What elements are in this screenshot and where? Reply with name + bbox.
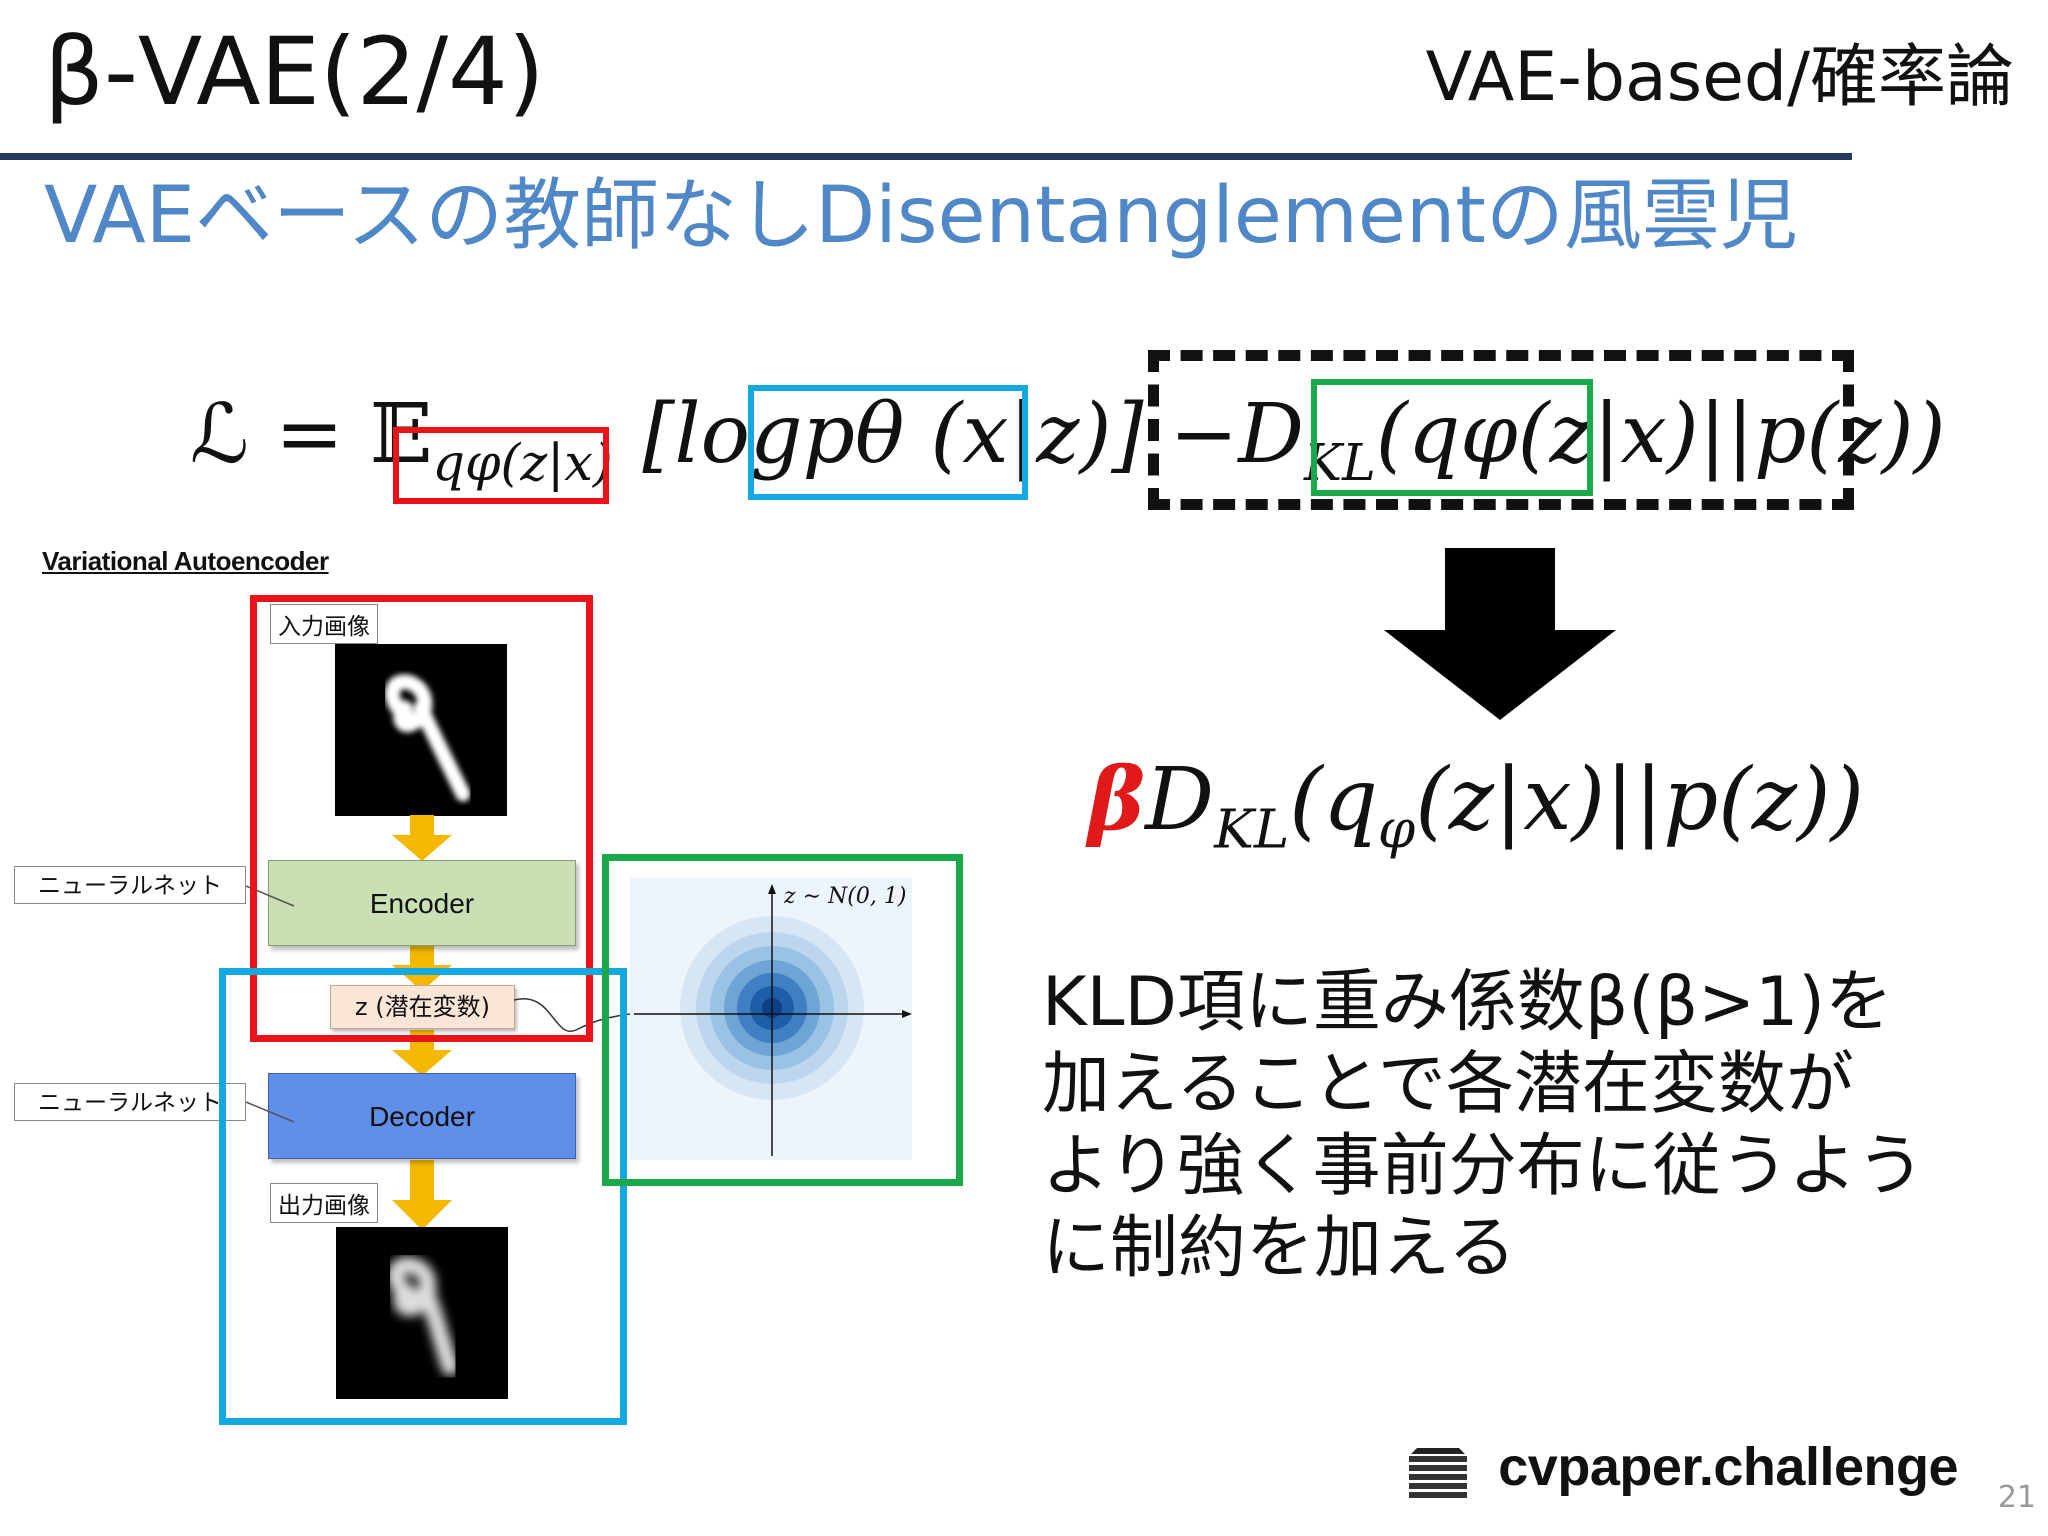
arrow-down-icon (1384, 548, 1616, 720)
slide-subtitle: VAEベースの教師なしDisentanglementの風雲児 (44, 171, 1798, 261)
formula-recon-close: ] − (1111, 387, 1239, 482)
formula-kl-d: D (1238, 387, 1304, 482)
gaussian-contour-icon (634, 884, 912, 1156)
neural-net-label-decoder: ニューラルネット (14, 1083, 246, 1121)
beta-formula-d: D (1145, 750, 1215, 850)
output-digit-image (336, 1227, 508, 1399)
formula-recon-open: [log (642, 387, 803, 482)
slide-title: β-VAE(2/4) (44, 18, 545, 127)
beta-kl-formula: βDKL(qφ(z|x)||p(z)) (1088, 745, 1864, 885)
formula-lhs: ℒ = 𝔼 (190, 387, 433, 482)
formula-recon-term: pθ (x|z) (802, 387, 1112, 482)
input-digit-image (335, 644, 507, 816)
digit-nine-reconstructed-icon (387, 1256, 459, 1376)
header-divider (0, 153, 1852, 160)
decoder-block: Decoder (268, 1073, 576, 1159)
prior-distribution-plot (630, 878, 912, 1160)
digit-nine-icon (384, 674, 471, 802)
page-number: 21 (1997, 1480, 2036, 1515)
beta-symbol: β (1088, 749, 1146, 850)
cvpaper-logo-icon (1405, 1446, 1471, 1508)
output-image-label: 出力画像 (270, 1183, 378, 1223)
input-image-label: 入力画像 (270, 604, 378, 644)
beta-formula-q: (q (1289, 750, 1378, 850)
flow-arrow-4-icon (392, 1160, 452, 1230)
kl-term-dashed-box (1148, 350, 1854, 510)
beta-formula-phi: φ (1377, 798, 1416, 861)
description-line: 加えることで各潜在変数が (1042, 1045, 1854, 1124)
prior-highlight-box (602, 854, 963, 1186)
latent-variable-box: z (潜在変数) (330, 985, 515, 1029)
flow-arrow-1-icon (392, 815, 452, 861)
description-text: KLD項に重み係数β(β>1)を 加えることで各潜在変数が より強く事前分布に従… (1042, 962, 1925, 1290)
vae-figure-title: Variational Autoencoder (42, 546, 329, 576)
formula-expectation-subscript: qφ(z|x) (432, 432, 613, 492)
posterior-highlight-box (1311, 379, 1593, 496)
description-line: より強く事前分布に従うよう (1042, 1127, 1925, 1206)
footer-logo-text: cvpaper.challenge (1498, 1437, 1958, 1497)
decoder-highlight-box (219, 968, 627, 1425)
expectation-highlight-box (393, 427, 609, 504)
encoder-block: Encoder (268, 860, 576, 946)
description-line: に制約を加える (1042, 1209, 1516, 1288)
description-line: KLD項に重み係数β(β>1)を (1042, 963, 1893, 1042)
encoder-highlight-box (250, 595, 593, 1042)
neural-net-label-encoder: ニューラルネット (14, 866, 246, 904)
formula-kl-posterior: qφ(z|x) (1407, 387, 1699, 482)
beta-formula-kl-sub: KL (1214, 798, 1290, 861)
prior-distribution-label: z ∼ N(0, 1) (784, 884, 907, 909)
connector-line-decoder (245, 1101, 295, 1123)
slide-category: VAE-based/確率論 (1425, 38, 2014, 117)
formula-kl-prior: ||p(z)) (1698, 387, 1946, 482)
beta-formula-rest: (z|x)||p(z)) (1415, 750, 1865, 850)
decoder-term-highlight-box (748, 385, 1028, 500)
elbo-formula: ℒ = 𝔼qφ(z|x)[logpθ (x|z)] −DKL(qφ(z|x)||… (190, 385, 1946, 513)
formula-kl-open: ( (1375, 387, 1408, 482)
